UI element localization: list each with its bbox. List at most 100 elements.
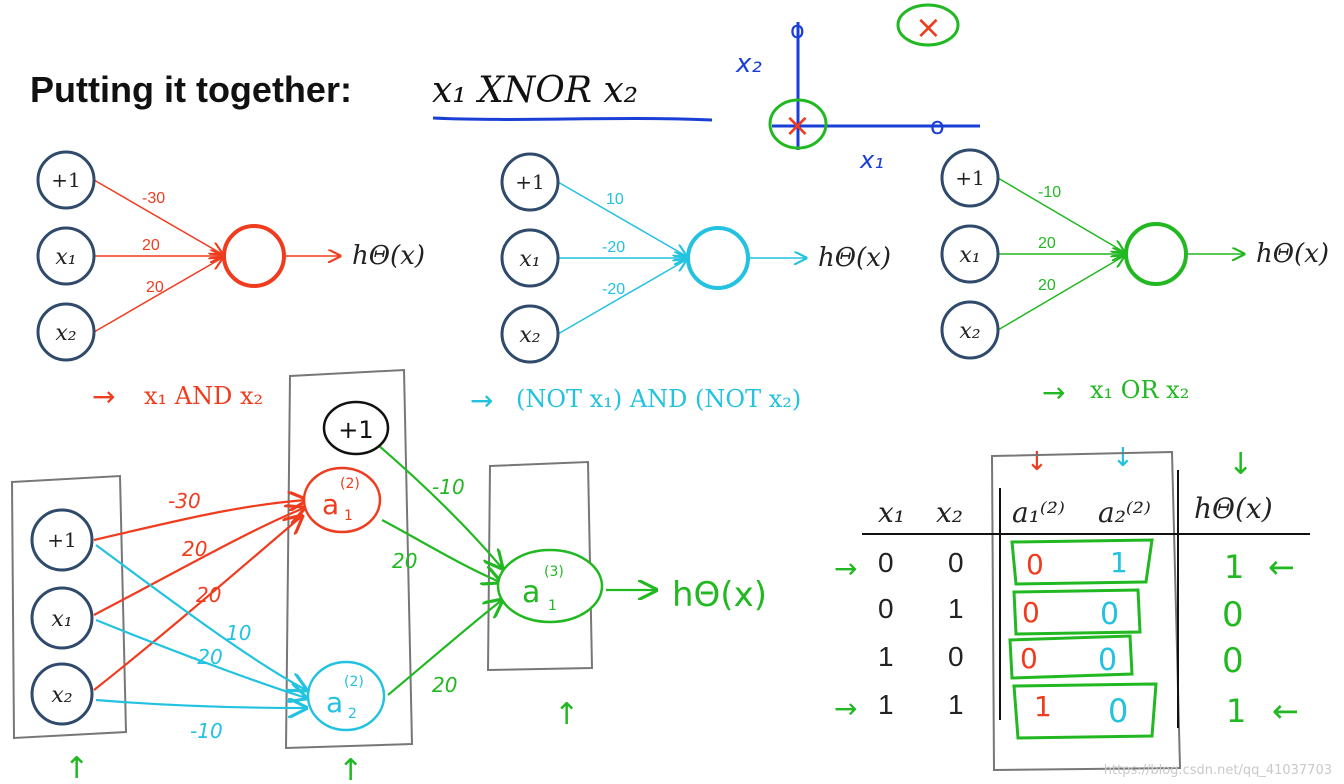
watermark: https://blog.csdn.net/qq_41037703 <box>1103 763 1332 778</box>
combined-edge-a2-out <box>387 600 502 696</box>
or-node-bias <box>940 148 1000 208</box>
combined-edge-x1-a2 <box>95 618 306 698</box>
combined-weight-blue-bias: 10 <box>226 621 251 645</box>
and-node-output <box>222 224 286 288</box>
combined-weight-blue-x1: -20 <box>190 645 223 669</box>
truth-table: ↓ ↓ ↓ x₁ x₂ a₁⁽²⁾ a₂⁽²⁾ hΘ(x) → 0 0 0 1 … <box>834 443 1310 772</box>
combined-output-node-base: a <box>522 575 540 610</box>
or-weight-bias: -10 <box>1038 184 1061 201</box>
combined-hidden-a1-base: a <box>322 488 339 521</box>
combined-up-arrow-hidden: ↑ <box>338 753 363 784</box>
plot-circle-top-right <box>896 3 960 47</box>
combined-edge-bias-a2 <box>95 544 306 690</box>
combined-edge-x2-a2 <box>95 700 306 708</box>
table-row-1-left-arrow: ← <box>1268 548 1295 586</box>
combined-hidden-a2-sub: 2 <box>348 706 357 722</box>
not-weight-bias: 10 <box>606 191 624 208</box>
table-header-h: hΘ(x) <box>1194 492 1273 525</box>
and-edge-bias <box>93 179 222 254</box>
or-output-label: hΘ(x) <box>1256 239 1329 269</box>
table-cell-4-a1: 1 <box>1034 690 1052 723</box>
combined-edge-a1-out <box>381 519 500 582</box>
table-cell-2-h: 0 <box>1222 595 1244 635</box>
or-node-x2 <box>940 300 1000 360</box>
or-caption-arrow: → <box>1042 376 1065 409</box>
table-cell-1-a1: 0 <box>1026 548 1044 581</box>
table-cell-4-a2: 0 <box>1108 692 1128 730</box>
network-and: +1 x₁ x₂ -30 20 20 hΘ(x) → x₁ AND x₂ <box>36 150 425 413</box>
not-node-bias-label: +1 <box>515 170 544 194</box>
table-row-1-marker: → <box>834 552 857 585</box>
plot-o-mark-right: o <box>930 112 945 140</box>
table-row-box-3 <box>1008 634 1134 680</box>
table-cell-1-a2: 1 <box>1110 546 1128 579</box>
plot-o-mark-top: o <box>790 16 805 44</box>
and-node-x2-label: x₂ <box>55 321 76 346</box>
table-row-box-2 <box>1012 588 1142 636</box>
layer-box-hidden <box>284 368 414 750</box>
layer-box-input <box>10 474 128 740</box>
table-cell-2-x1: 0 <box>878 593 894 624</box>
or-node-x1 <box>940 224 1000 284</box>
and-node-bias-label: +1 <box>51 168 80 192</box>
or-caption: x₁ OR x₂ <box>1090 376 1189 404</box>
title-underline <box>432 116 713 122</box>
or-weight-x1: 20 <box>1038 235 1056 252</box>
combined-node-x1 <box>30 586 94 650</box>
plot-x-label: x₁ <box>859 146 884 174</box>
table-arrow-h: ↓ <box>1228 447 1253 482</box>
not-weight-x2: -20 <box>602 281 625 298</box>
not-node-x1 <box>500 228 560 288</box>
combined-weight-green-a1: 20 <box>392 549 417 573</box>
table-cell-4-x1: 1 <box>878 689 894 720</box>
table-cell-4-x2: 1 <box>948 689 964 720</box>
combined-node-x1-label: x₁ <box>51 607 72 632</box>
combined-up-arrow-input: ↑ <box>64 751 89 784</box>
combined-hidden-bias-node <box>322 400 390 456</box>
not-caption-arrow: → <box>470 384 493 417</box>
table-cell-2-a2: 0 <box>1100 597 1119 632</box>
combined-output-node <box>496 548 604 624</box>
plot-y-label: x₂ <box>735 49 762 79</box>
combined-hidden-a1-sub: 1 <box>344 508 353 524</box>
combined-hidden-a1-sup: (2) <box>340 476 360 492</box>
table-header-x1: x₁ <box>878 496 905 529</box>
combined-edge-x2-a1 <box>93 516 302 691</box>
table-arrow-a2: ↓ <box>1112 443 1134 473</box>
table-row-4-left-arrow: ← <box>1272 692 1299 730</box>
and-node-x2 <box>36 302 96 362</box>
and-caption-arrow: → <box>92 380 115 413</box>
combined-output-node-sub: 1 <box>548 598 557 614</box>
combined-weight-red-x2: 20 <box>196 583 221 607</box>
combined-node-x2-label: x₂ <box>51 683 72 708</box>
combined-weight-red-x1: 20 <box>182 537 207 561</box>
table-header-a1: a₁⁽²⁾ <box>1012 496 1065 529</box>
combined-up-arrow-output: ↑ <box>554 697 579 732</box>
table-header-x2: x₂ <box>936 496 963 529</box>
table-header-a2: a₂⁽²⁾ <box>1098 496 1151 529</box>
table-cell-3-h: 0 <box>1222 641 1244 681</box>
combined-network: +1 x₁ x₂ +1 a (2) 1 a (2) 2 a (3) 1 hΘ(x… <box>10 368 767 784</box>
table-hidden-column-box <box>990 450 1182 772</box>
combined-node-x2 <box>30 662 94 726</box>
combined-edge-bias-a1 <box>93 500 306 542</box>
or-node-x1-label: x₁ <box>959 243 980 268</box>
combined-output-label: hΘ(x) <box>672 575 767 615</box>
or-edge-x2 <box>997 256 1124 331</box>
not-node-x2-label: x₂ <box>519 323 540 348</box>
title-math: x₁ XNOR x₂ <box>432 70 638 111</box>
combined-hidden-a1-node <box>302 466 382 534</box>
combined-hidden-a2-base: a <box>326 686 343 719</box>
plot-x-mark-origin: × <box>784 106 811 144</box>
combined-weight-blue-x2: -10 <box>190 719 223 743</box>
table-cell-1-x1: 0 <box>878 547 894 578</box>
plot-x-mark-top-right: × <box>915 8 942 46</box>
table-cell-3-x2: 0 <box>948 641 964 672</box>
not-node-bias <box>500 152 560 212</box>
table-row-box-4 <box>1012 682 1158 740</box>
table-cell-2-x2: 1 <box>948 593 964 624</box>
table-row-box-1 <box>1010 538 1154 586</box>
table-arrow-a1: ↓ <box>1026 447 1048 477</box>
combined-hidden-a2-sup: (2) <box>344 674 364 690</box>
and-node-bias <box>36 150 96 210</box>
